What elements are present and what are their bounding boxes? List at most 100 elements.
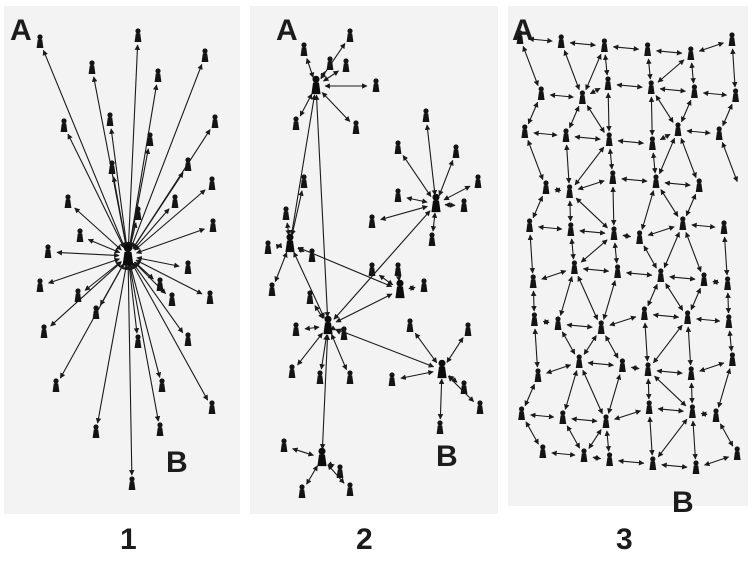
p3-node-55 [606, 452, 613, 466]
p2-node-16 [264, 240, 272, 254]
p3-node-30 [571, 260, 578, 274]
p3-edge-62 [722, 236, 730, 276]
p3-edge-78 [566, 322, 593, 330]
p2-hub-h1 [311, 75, 321, 95]
p3-node-35 [531, 312, 538, 326]
p3-edge-44 [621, 176, 648, 184]
p1-node-8 [211, 114, 219, 128]
p3-edge-87 [653, 324, 683, 364]
p2-edge-18 [443, 185, 471, 201]
p3-edge-2 [569, 40, 596, 48]
p1-edge-15 [128, 222, 138, 248]
p3-node-14 [605, 132, 613, 146]
p1-node-4 [201, 48, 209, 62]
p3-edge-35 [686, 128, 711, 136]
p3-node-9 [647, 80, 655, 94]
p2-edge-31 [330, 333, 348, 371]
p2-edge-8 [305, 58, 315, 78]
p3-node-58 [733, 446, 741, 460]
p3-edge-113 [657, 418, 688, 458]
p1-node-18 [184, 260, 192, 274]
p3-edge-34 [650, 152, 658, 174]
p3-edge-116 [592, 455, 602, 461]
p2-node-9 [452, 144, 460, 158]
p2-node-1 [346, 28, 354, 42]
p3-edge-6 [585, 53, 602, 91]
p3-node-48 [559, 410, 567, 424]
panel-3-number: 3 [616, 523, 633, 556]
p3-edge-47 [640, 190, 655, 230]
p1-node-31 [92, 424, 100, 438]
p2-hub-h7 [317, 447, 327, 467]
p2-edge-13 [299, 93, 313, 117]
p2-hub-h6 [437, 359, 447, 379]
p2-node-28 [394, 262, 402, 276]
p3-edge-106 [614, 409, 642, 421]
p2-node-5 [292, 116, 300, 130]
p3-node-51 [689, 404, 696, 418]
p2-node-36 [298, 484, 306, 498]
p2-node-24 [340, 326, 348, 340]
p3-node-52 [712, 408, 720, 422]
p3-edge-55 [612, 242, 620, 264]
p2-node-35 [280, 438, 288, 452]
p3-edge-77 [532, 328, 540, 368]
p3-edge-99 [699, 361, 725, 373]
p3-node-22 [695, 178, 703, 192]
p3-edge-30 [617, 138, 644, 146]
p1-node-33 [128, 476, 136, 490]
p3-edge-75 [725, 292, 732, 314]
p3-edge-111 [700, 410, 708, 418]
p3-node-27 [679, 216, 687, 230]
p3-node-7 [579, 90, 586, 104]
p3-edge-39 [554, 186, 562, 194]
p3-edge-100 [688, 382, 695, 404]
panel-1-label-b: B [166, 446, 188, 479]
p1-node-20 [74, 288, 82, 302]
p2-node-17 [282, 206, 290, 220]
p3-edge-69 [602, 280, 617, 320]
p3-node-57 [692, 460, 700, 474]
p2-node-8 [422, 108, 430, 122]
p3-node-40 [725, 314, 733, 328]
p2-edge-17 [438, 159, 454, 197]
p3-node-44 [644, 362, 652, 376]
p2-edge-16 [424, 124, 438, 196]
p2-node-25 [306, 290, 314, 304]
p2-edge-21 [430, 212, 438, 232]
p3-edge-98 [654, 375, 687, 407]
p3-node-56 [649, 456, 657, 470]
p1-node-2 [134, 28, 142, 42]
p2-edge-4 [335, 293, 393, 323]
p3-edge-58 [643, 245, 657, 269]
p3-edge-45 [610, 186, 617, 226]
p1-node-32 [156, 422, 164, 436]
p3-edge-84 [642, 322, 650, 362]
p3-edge-38 [721, 141, 739, 183]
p3-node-25 [610, 226, 618, 240]
p2-node-29 [406, 318, 414, 332]
p3-edge-112 [690, 420, 698, 460]
p3-edge-63 [541, 269, 567, 281]
p3-edge-103 [525, 421, 539, 445]
p1-node-25 [40, 324, 48, 338]
p1-node-27 [184, 332, 192, 346]
p3-edge-25 [722, 103, 733, 127]
p2-edge-46 [327, 461, 335, 469]
p1-node-11 [64, 194, 72, 208]
p3-edge-72 [665, 283, 684, 311]
p2-hub-h5 [395, 279, 405, 299]
p2-edge-38 [446, 337, 464, 363]
panel-2-nodes [264, 28, 484, 498]
p3-edge-32 [574, 146, 605, 186]
p3-edge-119 [704, 455, 730, 467]
p3-edge-93 [582, 369, 603, 415]
p3-edge-16 [569, 105, 580, 129]
p2-node-34 [460, 380, 468, 394]
p3-node-19 [566, 184, 573, 198]
p3-node-50 [645, 400, 653, 414]
p3-edge-43 [575, 197, 608, 229]
p2-edge-39 [400, 370, 434, 380]
p3-edge-115 [551, 450, 576, 458]
p3-node-49 [602, 414, 610, 428]
